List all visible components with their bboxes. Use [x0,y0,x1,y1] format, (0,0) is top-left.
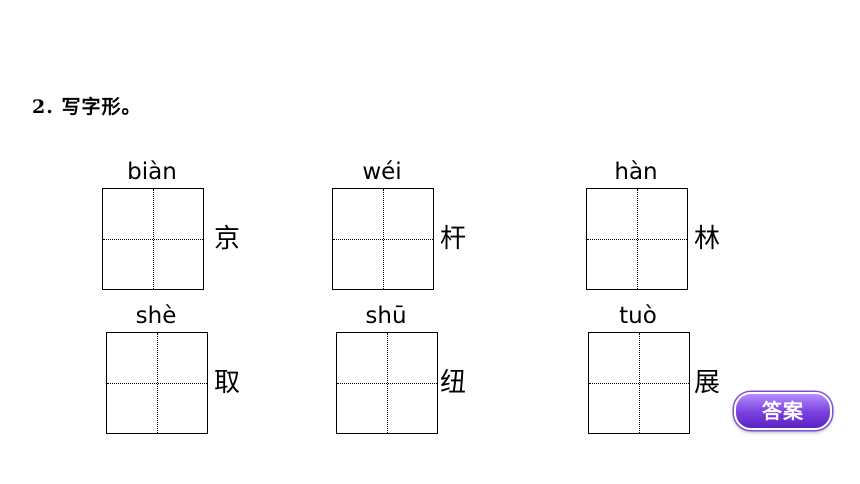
pinyin-label: shū [365,303,407,329]
character-label: 杆 [440,224,467,254]
writing-cell: tuò 展 [586,302,826,452]
tianzige-box[interactable] [588,332,690,434]
writing-cell: wéi 杆 [330,158,570,308]
question-title: 2. 写字形。 [32,96,142,118]
pinyin-label: hàn [614,159,658,185]
writing-cell: biàn 京 [100,158,340,308]
answer-button[interactable]: 答案 [734,392,832,430]
character-label: 取 [214,368,241,398]
pinyin-label: tuò [619,303,657,329]
tianzige-box[interactable] [106,332,208,434]
pinyin-label: biàn [127,159,177,185]
writing-cell: shè 取 [104,302,344,452]
character-label: 展 [694,368,721,398]
pinyin-label: shè [135,303,177,329]
pinyin-label: wéi [362,159,402,185]
character-label: 京 [214,224,241,254]
tianzige-box[interactable] [336,332,438,434]
writing-cell: shū 纽 [334,302,574,452]
tianzige-box[interactable] [332,188,434,290]
character-label: 纽 [440,368,467,398]
writing-cell: hàn 林 [584,158,824,308]
character-label: 林 [694,224,721,254]
tianzige-box[interactable] [102,188,204,290]
tianzige-box[interactable] [586,188,688,290]
